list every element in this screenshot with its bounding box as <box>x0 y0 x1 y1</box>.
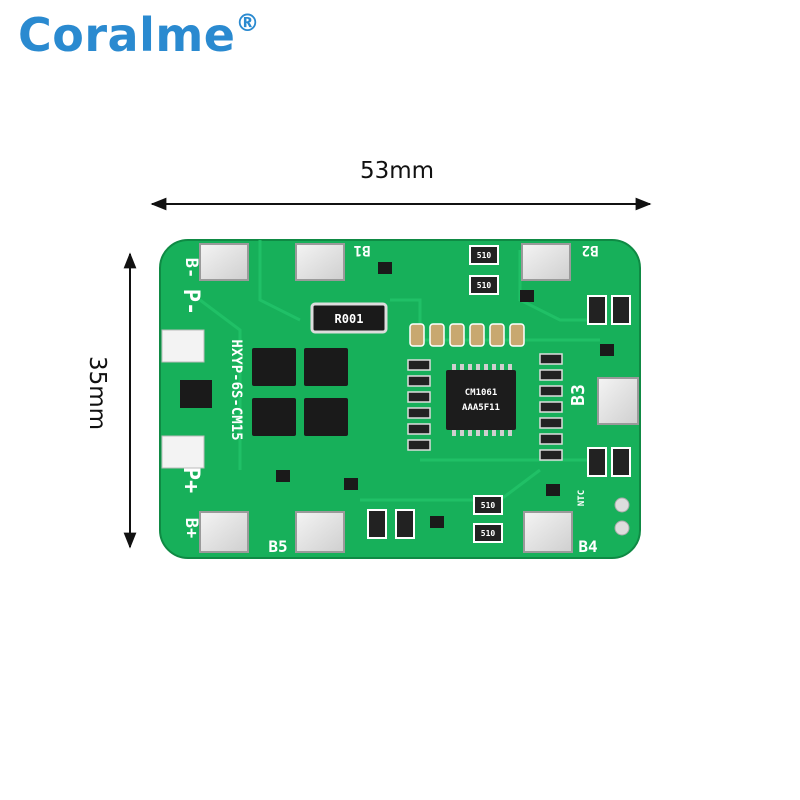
pad-b5 <box>295 511 345 553</box>
registered-mark: ® <box>235 8 260 37</box>
capacitor-row <box>409 323 525 347</box>
width-label: 53mm <box>360 158 435 184</box>
label-ntc: NTC <box>577 490 587 506</box>
ic-line2: AAA5F11 <box>462 403 500 413</box>
label-p-minus: P- <box>178 289 203 316</box>
label-b1: B1 <box>354 242 371 258</box>
brand-name: Coralme <box>18 8 236 62</box>
components-right-column <box>539 353 563 461</box>
pad-b4 <box>523 511 573 553</box>
mosfets <box>252 348 348 436</box>
label-b-plus: B+ <box>181 518 201 538</box>
resistors <box>367 245 631 543</box>
protection-ic: CM1061 AAA5F11 <box>446 364 516 436</box>
resistor-510: 510 <box>477 281 492 290</box>
small-transistors <box>276 262 614 528</box>
label-b-minus: B- <box>181 258 201 278</box>
label-b5: B5 <box>268 537 287 556</box>
label-p-plus: P+ <box>178 467 203 494</box>
pad-b1 <box>295 243 345 281</box>
label-model: HXYP-6S-CM15 <box>228 339 244 440</box>
solder-pads <box>199 243 639 553</box>
label-b4: B4 <box>578 537 597 556</box>
pad-b-plus <box>199 511 249 553</box>
p-pads <box>161 329 205 469</box>
pad-b3 <box>597 377 639 425</box>
diode <box>180 380 212 408</box>
ntc-pads <box>614 497 630 536</box>
components-left-column <box>407 359 431 451</box>
resistor-510: 510 <box>477 251 492 260</box>
brand-logo: Coralme® <box>18 8 260 62</box>
resistor-510: 510 <box>481 529 496 538</box>
shunt-resistor <box>310 302 388 334</box>
shunt-label: R001 <box>335 312 364 326</box>
resistor-510: 510 <box>481 501 496 510</box>
pad-b-minus <box>199 243 249 281</box>
ic-line1: CM1061 <box>465 388 498 398</box>
label-b3: B3 <box>568 384 589 406</box>
label-b2: B2 <box>582 242 599 258</box>
pad-b2 <box>521 243 571 281</box>
